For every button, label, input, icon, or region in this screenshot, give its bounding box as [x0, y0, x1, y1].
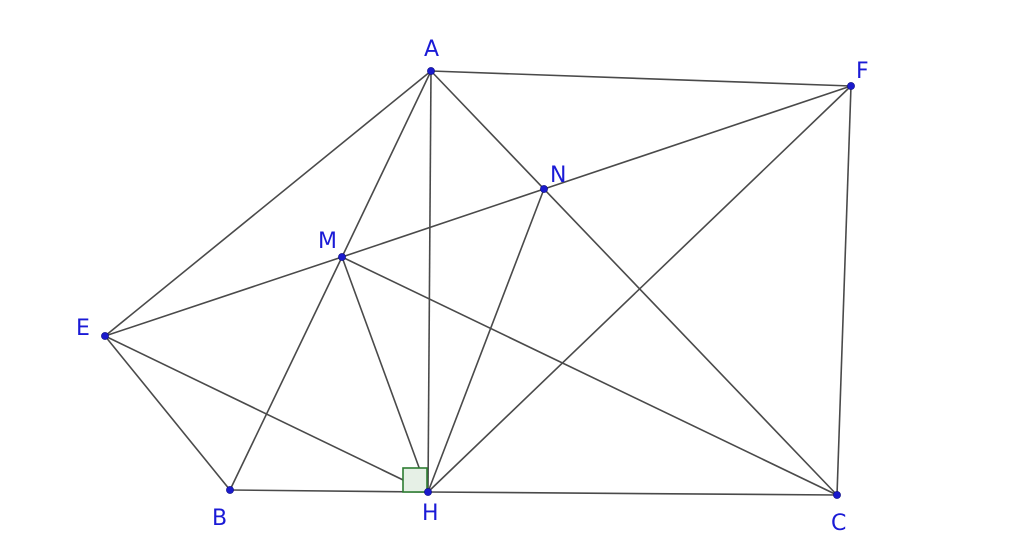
- segment-hc: [427, 491, 838, 496]
- point-label-m: M: [318, 229, 337, 254]
- segment-am: [341, 70, 432, 258]
- segments-group: [104, 70, 852, 496]
- segment-nf: [543, 85, 852, 190]
- segment-em: [104, 256, 343, 337]
- points-group: [101, 67, 855, 499]
- segment-fh: [427, 85, 852, 493]
- segment-mc: [341, 256, 838, 496]
- segment-af: [430, 70, 852, 87]
- point-label-e: E: [76, 316, 90, 341]
- point-e: [101, 332, 109, 340]
- point-m: [338, 253, 346, 261]
- point-h: [424, 488, 432, 496]
- segment-ah: [427, 70, 432, 493]
- segment-ae: [104, 70, 432, 337]
- point-n: [540, 185, 548, 193]
- segment-nh: [427, 188, 545, 493]
- segment-eb: [104, 335, 231, 491]
- segment-mn: [341, 188, 545, 258]
- point-label-f: F: [856, 59, 869, 84]
- point-label-b: B: [212, 506, 227, 531]
- segment-fc: [836, 85, 852, 496]
- point-a: [427, 67, 435, 75]
- point-label-a: A: [424, 37, 439, 62]
- segment-mb: [229, 256, 343, 491]
- segment-bh: [229, 489, 429, 493]
- point-label-n: N: [550, 163, 566, 188]
- right-angle-marker-h: [402, 467, 428, 493]
- segment-ac: [430, 70, 838, 496]
- point-label-h: H: [422, 501, 439, 526]
- point-b: [226, 486, 234, 494]
- point-label-c: C: [831, 511, 846, 536]
- segment-mh: [341, 256, 429, 493]
- point-c: [833, 491, 841, 499]
- point-f: [847, 82, 855, 90]
- labels-group: A B C E F H M N: [76, 37, 869, 536]
